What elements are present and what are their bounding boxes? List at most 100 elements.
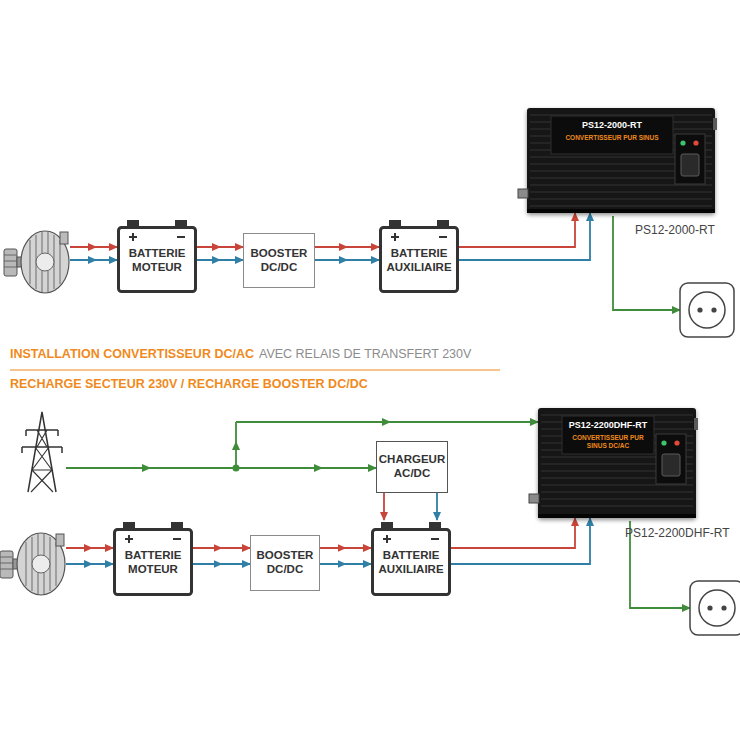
product-subtitle: CONVERTISSEUR PUR SINUS DC/AC xyxy=(562,434,654,450)
process-box: BOOSTER DC/DC xyxy=(243,233,315,288)
charge-wire xyxy=(66,547,113,549)
alternator-body xyxy=(21,231,69,293)
wire-connector xyxy=(197,259,243,261)
heading-rule xyxy=(10,369,500,370)
power-switch xyxy=(681,154,699,176)
power-switch xyxy=(662,454,680,476)
heat-sink-rib xyxy=(541,498,693,500)
battery-body xyxy=(381,228,458,292)
pylon-lattice xyxy=(31,430,53,492)
minus-sign xyxy=(173,538,181,540)
node-label: BOOSTER DC/DC xyxy=(246,247,312,275)
alternator-illustration xyxy=(4,231,69,293)
plus-sign xyxy=(129,233,137,241)
minus-sign xyxy=(431,538,439,540)
plus-sign xyxy=(391,233,399,241)
wire-connector xyxy=(436,493,438,520)
power-pylon xyxy=(22,412,62,492)
charge-wire xyxy=(70,259,117,261)
socket-plate xyxy=(680,283,734,337)
charge-wire xyxy=(70,246,117,248)
wire-connector xyxy=(315,246,379,248)
wire-connector xyxy=(320,563,371,565)
pylon-legs xyxy=(28,412,56,492)
plus-sign xyxy=(383,535,391,543)
device-panel xyxy=(562,416,654,454)
alternator-terminal xyxy=(60,232,68,244)
wire-connector xyxy=(459,213,575,247)
status-led xyxy=(661,440,666,445)
text-holder: BATTERIE AUXILIAIRE xyxy=(373,530,449,596)
alternator-pulley xyxy=(4,249,17,276)
heat-sink-rib xyxy=(530,205,712,207)
product-subtitle: CONVERTISSEUR PUR SINUS xyxy=(565,134,658,142)
wire-connector xyxy=(459,213,590,260)
text-holder: BATTERIE AUXILIAIRE xyxy=(381,228,457,293)
process-box: CHARGEUR AC/DC xyxy=(376,441,448,493)
product-label: PS12-2000-RT xyxy=(635,223,715,237)
socket-hole xyxy=(697,307,702,312)
status-led xyxy=(680,140,685,145)
node-label: BATTERIE AUXILIAIRE xyxy=(373,549,449,577)
battery-body xyxy=(373,530,450,595)
wire-connector xyxy=(197,246,243,248)
node-label: CHARGEUR AC/DC xyxy=(379,453,445,481)
dc-terminal xyxy=(518,189,528,198)
mains-wire xyxy=(235,422,237,468)
battery-node: BATTERIE AUXILIAIRE xyxy=(371,520,451,596)
text-holder: PS12-2200DHF-RTCONVERTISSEUR PUR SINUS D… xyxy=(562,420,654,450)
inverter-device: PS12-2000-RTCONVERTISSEUR PUR SINUSPS12-… xyxy=(527,108,715,213)
battery-node: BATTERIE MOTEUR xyxy=(113,520,193,596)
pylon-insulators xyxy=(22,430,62,453)
heading-text: INSTALLATION CONVERTISSEUR DC/AC xyxy=(10,347,254,361)
wire-connector xyxy=(193,547,250,549)
heat-sink-rib xyxy=(530,198,712,200)
wire-connector xyxy=(451,518,575,548)
heading-text: RECHARGE SECTEUR 230V / RECHARGE BOOSTER… xyxy=(10,377,368,391)
text-holder: PS12-2000-RTCONVERTISSEUR PUR SINUSPS12-… xyxy=(551,120,673,142)
heat-sink-rib xyxy=(530,191,712,193)
mains-wire xyxy=(236,421,538,423)
product-label: PS12-2200DHF-RT xyxy=(625,526,729,540)
alternator-fins xyxy=(30,232,60,292)
node-label: BATTERIE MOTEUR xyxy=(115,549,191,577)
text-holder: BATTERIE MOTEUR xyxy=(115,530,191,596)
status-led xyxy=(693,140,698,145)
mains-wire xyxy=(66,467,236,469)
battery-node: BATTERIE AUXILIAIRE xyxy=(379,218,459,293)
battery-body xyxy=(119,228,196,292)
power-socket xyxy=(680,283,734,337)
charge-wire xyxy=(66,563,113,565)
socket-hole xyxy=(721,605,726,610)
battery-body xyxy=(115,530,192,595)
wire-connector xyxy=(320,547,371,549)
inverter-device: PS12-2200DHF-RTCONVERTISSEUR PUR SINUS D… xyxy=(538,408,696,518)
text-holder: CHARGEUR AC/DC xyxy=(379,442,445,492)
ac-outlet-edge xyxy=(694,418,698,430)
device-base xyxy=(538,514,696,518)
text-holder: BOOSTER DC/DC xyxy=(246,234,312,287)
wire-junction xyxy=(233,465,240,472)
pulley-groove xyxy=(4,267,17,268)
text-holder: BOOSTER DC/DC xyxy=(253,536,317,590)
minus-sign xyxy=(177,236,185,238)
heat-sink-rib xyxy=(541,491,693,493)
node-label: BATTERIE AUXILIAIRE xyxy=(381,247,457,275)
socket-hole xyxy=(707,605,712,610)
node-label: BOOSTER DC/DC xyxy=(253,549,317,577)
text-holder: BATTERIE MOTEUR xyxy=(119,228,195,293)
socket-hole xyxy=(711,307,716,312)
heat-sink-rib xyxy=(541,505,693,507)
minus-sign xyxy=(439,236,447,238)
socket-ring xyxy=(699,590,735,626)
dc-terminal xyxy=(529,494,539,503)
socket-ring xyxy=(689,292,725,328)
wire-connector xyxy=(315,259,379,261)
alternator-hub xyxy=(36,253,54,271)
status-led xyxy=(674,440,679,445)
control-panel xyxy=(656,434,686,484)
device-base xyxy=(527,209,715,213)
control-panel xyxy=(675,134,705,184)
pulley-groove xyxy=(4,255,17,256)
